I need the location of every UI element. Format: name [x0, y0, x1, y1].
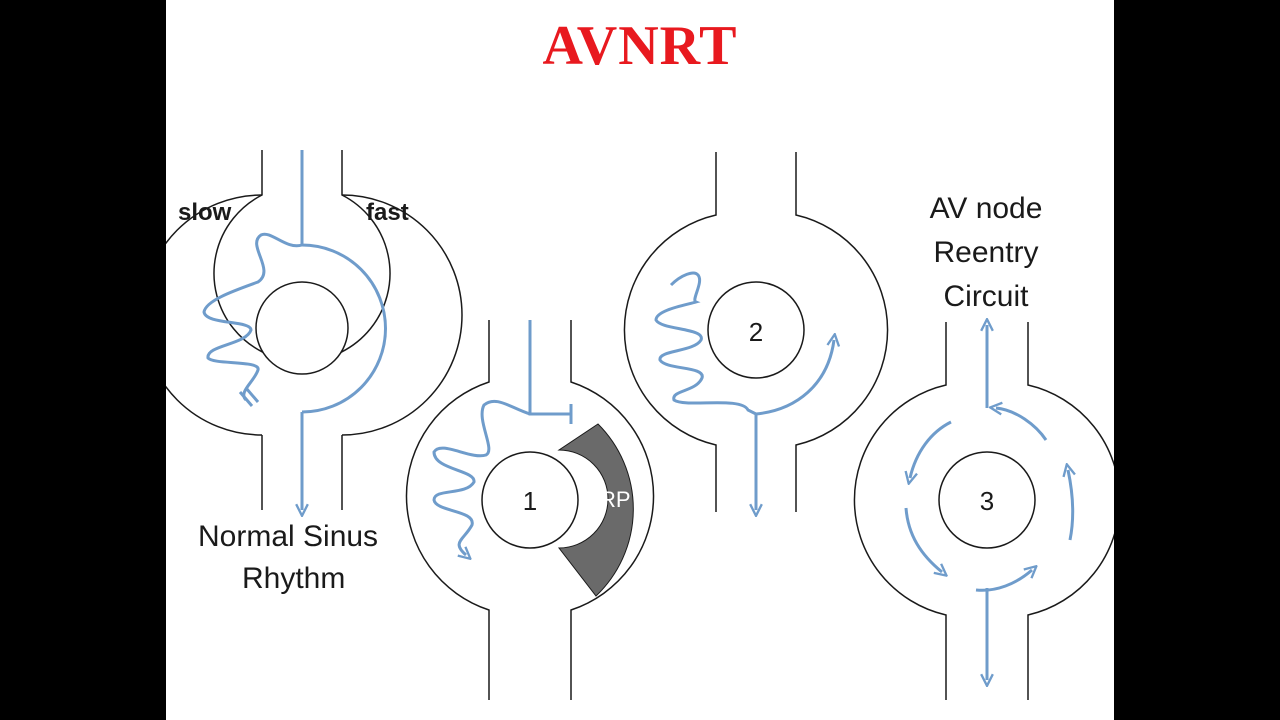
caption-reentry-line1: AV node [930, 192, 1043, 225]
slow-label: slow [178, 199, 232, 226]
node-outline [623, 152, 889, 512]
panel-step-1: 1 ERP [405, 320, 655, 700]
panel-normal-sinus: slow fast Normal Sinus Rhythm [166, 150, 463, 595]
node-inner-circle [255, 281, 349, 375]
panel-step-2: 2 [623, 152, 889, 512]
step-2-number: 2 [749, 317, 763, 347]
slow-pathway [202, 232, 303, 402]
caption-reentry-line3: Circuit [943, 280, 1029, 313]
fast-label: fast [366, 199, 409, 226]
fast-pathway [300, 150, 387, 414]
slow-block-mark [238, 391, 254, 407]
erp-label: ERP [585, 487, 630, 512]
node-inner-circle [707, 281, 805, 379]
reentry-arrow-right [1068, 470, 1073, 541]
slow-pathway [654, 271, 757, 416]
node-outline [405, 320, 655, 700]
node-outline [853, 322, 1114, 700]
caption-normal-line1: Normal Sinus [198, 520, 378, 553]
caption-reentry-line2: Reentry [933, 236, 1038, 269]
node-inner-circle [481, 451, 579, 549]
step-1-number: 1 [523, 486, 537, 516]
fast-pathway-blocked [528, 320, 571, 416]
caption-normal-line2: Rhythm [242, 562, 345, 595]
reentry-arrow-bottom [975, 570, 1032, 592]
node-inner-circle [938, 451, 1036, 549]
step-3-number: 3 [980, 486, 994, 516]
panel-step-3: 3 AV node Reentry Circuit [853, 192, 1114, 700]
slow-pathway [432, 399, 531, 555]
retrograde-fast-arrow [755, 340, 834, 416]
slide-title: AVNRT [542, 15, 738, 77]
slide: AVNRT slow fast Normal Sinus Rhythm [166, 0, 1114, 720]
avnrt-diagram: slow fast Normal Sinus Rhythm 1 ERP 2 [166, 150, 1114, 700]
reentry-arrow-top-right [996, 408, 1048, 441]
reentry-arrow-left [904, 507, 942, 572]
reentry-arrow-top-left [910, 420, 952, 478]
erp-region [557, 423, 634, 597]
